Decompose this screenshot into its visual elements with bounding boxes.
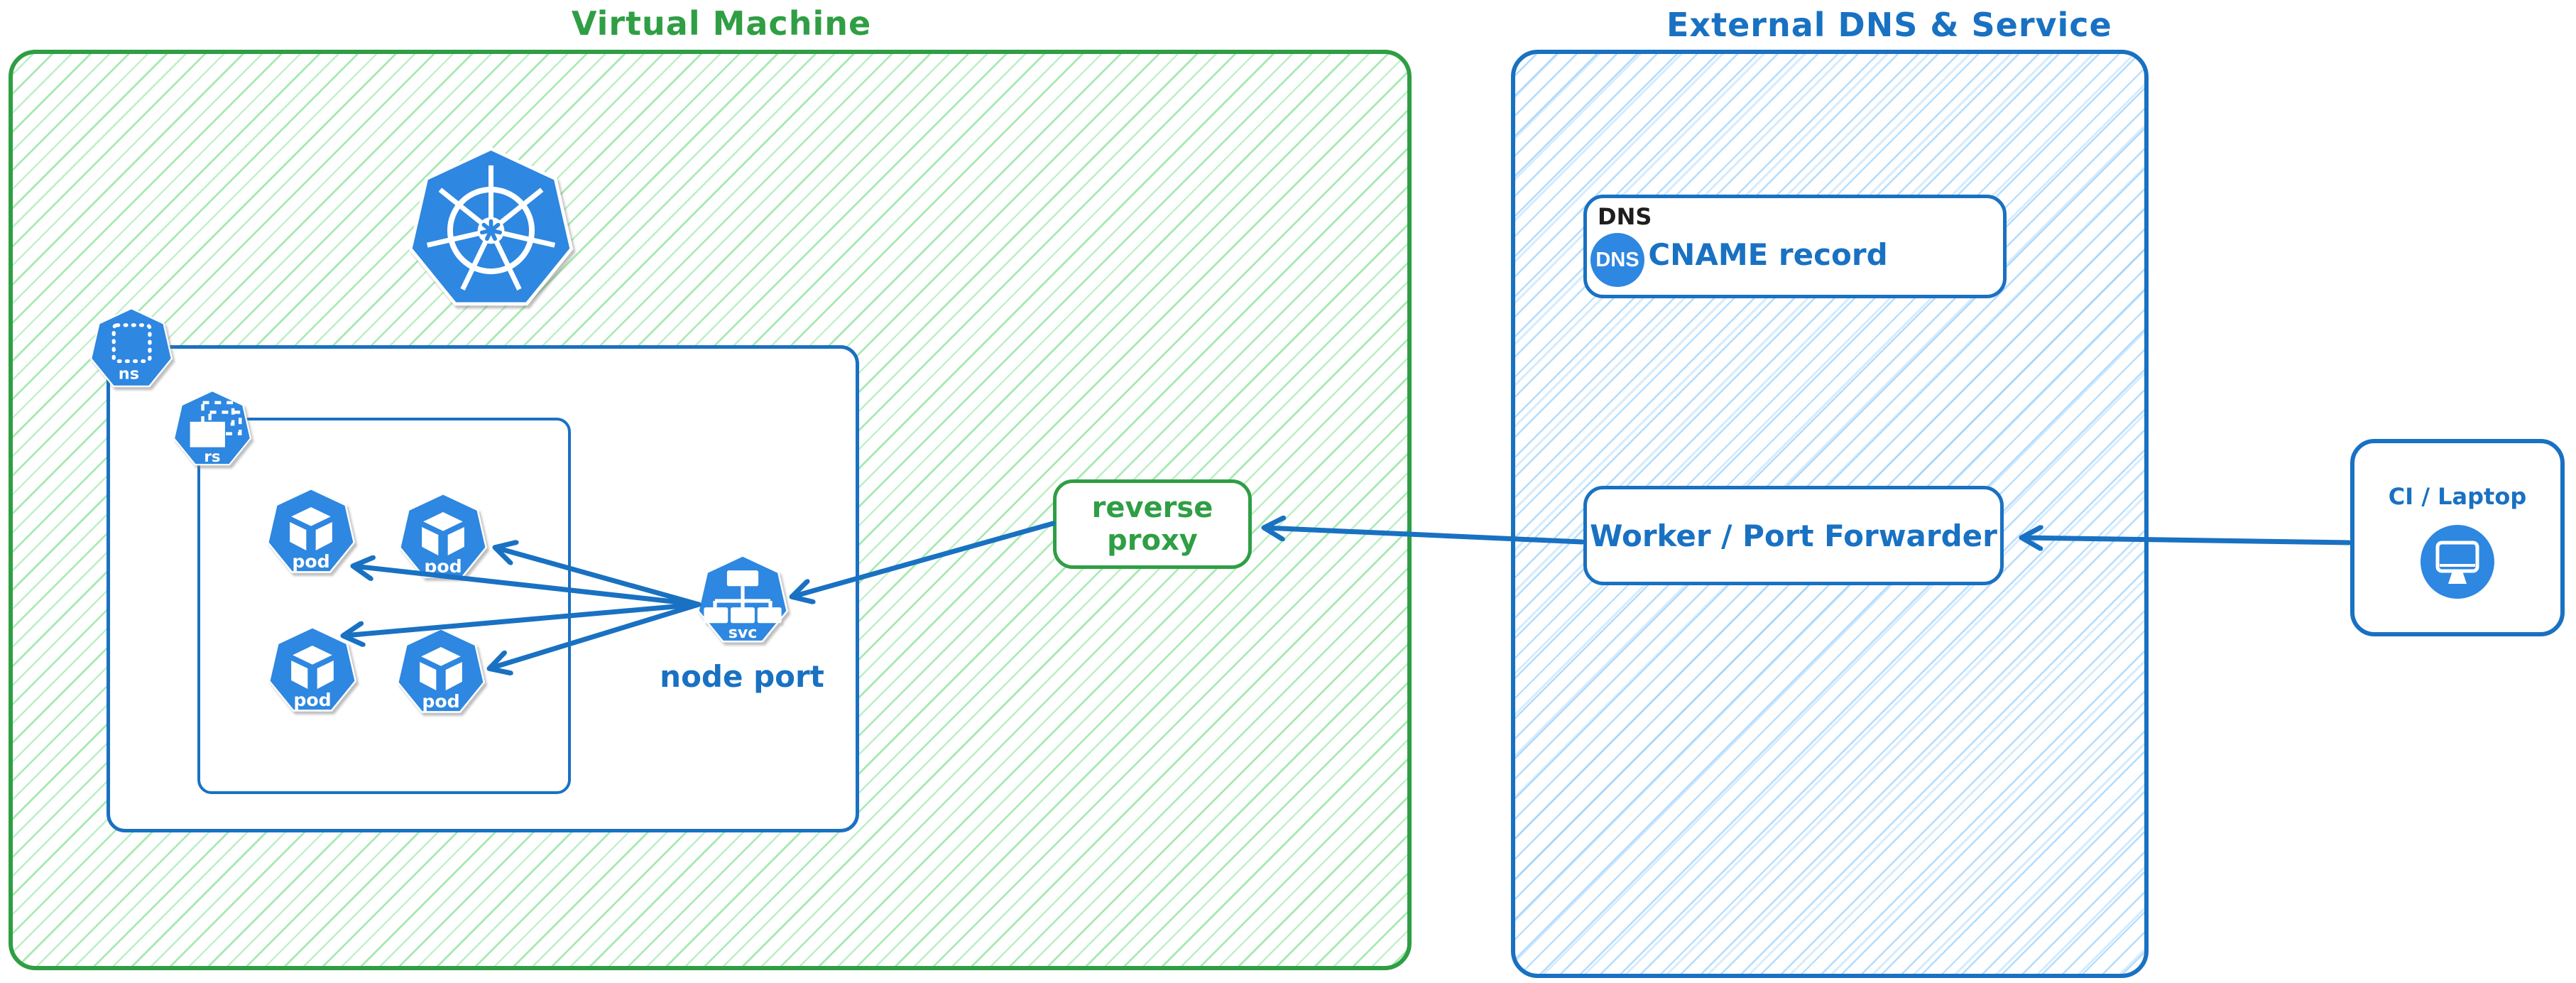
dns-badge-icon: DNS: [1590, 233, 1644, 287]
cname-record-label: CNAME record: [1648, 237, 1888, 272]
replicaset-icon-label: rs: [204, 448, 220, 466]
pod-icon: pod: [266, 488, 356, 573]
pod-icon-label: pod: [292, 551, 329, 572]
external-dns-title: External DNS & Service: [1666, 6, 2112, 44]
namespace-icon: ns: [89, 308, 173, 388]
node-port-caption: node port: [660, 659, 824, 694]
service-icon-label: svc: [728, 624, 758, 642]
pod-icon: pod: [398, 493, 488, 578]
namespace-icon-label: ns: [119, 364, 139, 383]
pod-icon-label: pod: [422, 691, 459, 712]
pod-icon-label: pod: [293, 690, 331, 710]
pod-icon-label: pod: [424, 556, 462, 577]
virtual-machine-title: Virtual Machine: [571, 4, 872, 43]
dns-tag: DNS: [1598, 203, 1652, 230]
laptop-icon: [2421, 525, 2494, 599]
worker-port-forwarder-box: Worker / Port Forwarder: [1583, 486, 2004, 585]
cname-record-box: [1583, 195, 2007, 298]
pod-icon: pod: [396, 628, 486, 713]
pod-icon: pod: [268, 626, 357, 712]
replicaset-icon: rs: [173, 390, 252, 466]
reverse-proxy-label: reverse proxy: [1091, 492, 1213, 557]
replicaset-box: [197, 418, 571, 794]
reverse-proxy-box: reverse proxy: [1053, 479, 1252, 569]
worker-port-forwarder-label: Worker / Port Forwarder: [1590, 518, 1997, 553]
service-icon: svc: [697, 555, 789, 643]
ci-laptop-label: CI / Laptop: [2388, 483, 2527, 510]
kubernetes-logo-icon: [408, 147, 574, 306]
